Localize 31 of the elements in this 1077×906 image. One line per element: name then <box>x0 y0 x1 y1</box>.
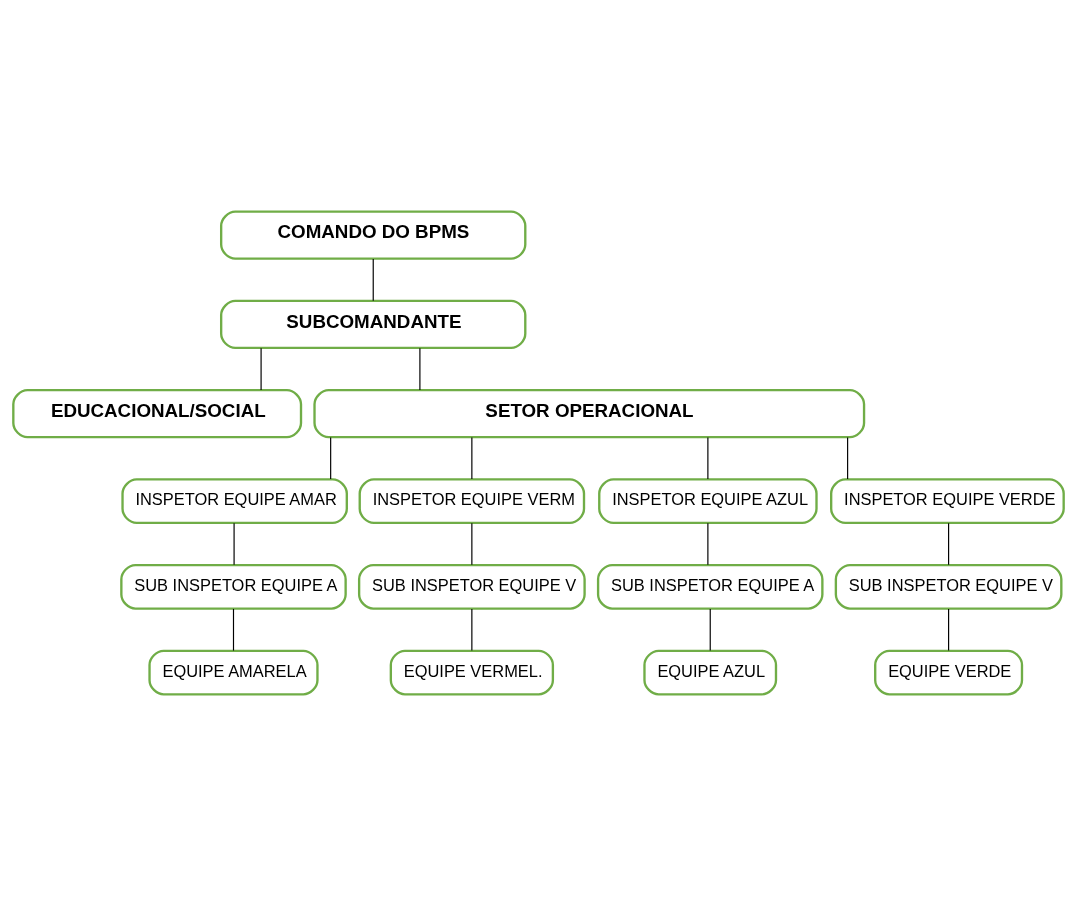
connector <box>232 608 235 652</box>
connector <box>471 437 473 480</box>
node-box: EQUIPE AZUL <box>643 649 778 696</box>
node-box: INSPETOR EQUIPE VERM <box>358 478 586 525</box>
node-box: INSPETOR EQUIPE VERDE <box>830 478 1065 525</box>
node-box: COMANDO DO BPMS <box>220 210 527 260</box>
connector <box>330 437 332 480</box>
connector <box>260 347 262 391</box>
connector <box>948 608 950 652</box>
connector <box>233 522 235 566</box>
connector <box>847 437 849 480</box>
node-box: INSPETOR EQUIPE AZUL <box>598 478 818 525</box>
connector <box>709 608 711 652</box>
node-box: SUB INSPETOR EQUIPE A <box>120 563 347 610</box>
node-box: EDUCACIONAL/SOCIAL <box>12 389 303 439</box>
connector <box>948 522 950 566</box>
node-box: SUB INSPETOR EQUIPE A <box>596 563 824 610</box>
node-box: SUBCOMANDANTE <box>220 299 527 350</box>
node-box: SUB INSPETOR EQUIPE V <box>357 563 586 610</box>
node-box: EQUIPE AMARELA <box>148 649 319 696</box>
connector <box>707 437 709 480</box>
connector <box>707 522 709 566</box>
connector <box>372 258 374 302</box>
connector <box>471 522 473 566</box>
node-box: INSPETOR EQUIPE AMAR <box>121 478 348 525</box>
node-box: EQUIPE VERDE <box>874 649 1024 696</box>
connector <box>471 608 473 652</box>
node-box: SUB INSPETOR EQUIPE V <box>834 563 1063 610</box>
connector <box>419 347 421 391</box>
node-box: SETOR OPERACIONAL <box>313 389 866 439</box>
node-box: EQUIPE VERMEL. <box>389 649 555 696</box>
